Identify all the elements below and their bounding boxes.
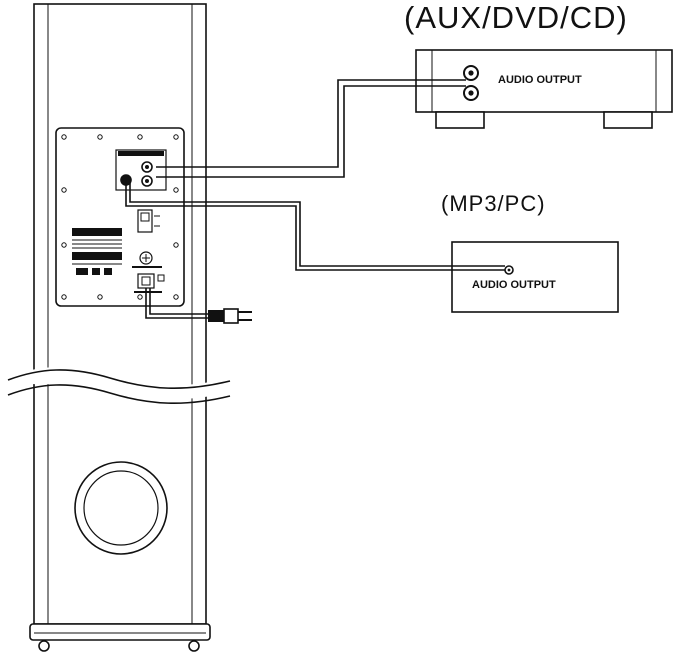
tower-break-lines bbox=[5, 366, 232, 404]
mp3-pc-title: (MP3/PC) bbox=[441, 191, 546, 216]
rca-cable bbox=[156, 79, 466, 178]
woofer bbox=[74, 461, 168, 555]
input-module bbox=[115, 149, 167, 191]
panel-screws bbox=[61, 134, 179, 300]
rating-label bbox=[72, 228, 122, 275]
mp3-pc-unit bbox=[451, 241, 619, 313]
aux-audio-output-label: AUDIO OUTPUT bbox=[498, 74, 582, 86]
aux-cable bbox=[125, 180, 505, 271]
ac-inlet bbox=[134, 273, 165, 293]
voltage-selector bbox=[132, 251, 162, 268]
tower-base bbox=[29, 623, 211, 652]
power-switch bbox=[137, 209, 160, 233]
aux-dvd-cd-unit bbox=[415, 49, 673, 129]
mp3-audio-output-label: AUDIO OUTPUT bbox=[472, 279, 556, 291]
aux-dvd-cd-title: (AUX/DVD/CD) bbox=[404, 0, 628, 35]
power-cord bbox=[145, 288, 252, 324]
